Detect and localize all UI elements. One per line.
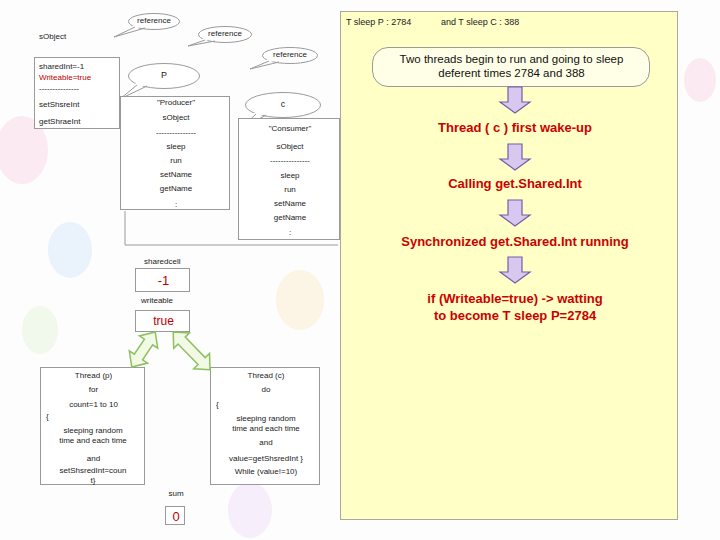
down-block-arrow [500, 144, 530, 170]
node-text: count=1 to 10 [41, 400, 146, 410]
node-text: run [239, 185, 341, 195]
node-text: sObject [239, 142, 341, 152]
value-cell: sharedcell-1 [135, 268, 190, 292]
node-text: reference [128, 16, 180, 26]
node-text: Thread (p) [41, 371, 146, 381]
node-text: setName [239, 199, 341, 209]
balloon-decor [228, 482, 272, 538]
node-text: getShraeInt [39, 117, 80, 127]
node-text: --------------- [121, 128, 231, 138]
node-text: sharedInt=-1 [39, 62, 84, 72]
node-text: c [245, 99, 321, 110]
node-text: : [239, 228, 341, 238]
node-text: sObject [121, 113, 231, 123]
class-box: "Producer" sObject --------------- sleep run… [120, 96, 230, 210]
down-block-arrow [500, 87, 530, 113]
node-text: reference [262, 50, 318, 60]
node-text: and [211, 438, 321, 448]
node-text: reference [198, 29, 252, 39]
node-text: T sleep P : 2784 [346, 17, 411, 28]
node-text: for [41, 385, 146, 395]
step-note: Thread ( c ) first wake-up [365, 119, 665, 136]
node-text: writeable [141, 296, 173, 306]
down-block-arrow [500, 257, 530, 283]
node-text: sharedcell [144, 257, 180, 267]
balloon-decor [48, 222, 92, 278]
thread-box: Thread (c) do { sleeping random time and ea… [210, 367, 320, 485]
node-text: While (value!=10) [211, 467, 321, 477]
node-text: and T sleep C : 388 [441, 17, 519, 28]
reference-bubble: reference [262, 47, 318, 64]
node-text: and [41, 454, 146, 464]
node-text: "Producer" [121, 98, 231, 108]
node-text: { [216, 400, 219, 410]
node-text: sObject [39, 32, 66, 42]
step-note: if (Writeable=true) -> watting to become… [422, 290, 608, 324]
double-block-arrow [129, 332, 157, 367]
node-text: getName [239, 213, 341, 223]
node-text: sleep [121, 142, 231, 152]
reference-bubble: reference [198, 26, 252, 43]
node-text: run [121, 156, 231, 166]
node-text: sleep [239, 171, 341, 181]
node-text: P [128, 70, 200, 81]
node-text: "Consumer" [239, 124, 341, 134]
down-block-arrow [500, 200, 530, 226]
node-text: Thread (c) [211, 371, 321, 381]
double-block-arrow [173, 332, 210, 370]
value-cell: writeabletrue [135, 310, 190, 332]
balloon-decor [276, 270, 324, 330]
node-text: setShsreInt [39, 100, 79, 110]
node-text: --------------- [39, 84, 79, 94]
node-text: sleeping random time and each time [57, 426, 129, 445]
step-note: Synchronized get.Shared.Int running [365, 233, 665, 250]
class-box: "Consumer" sObject --------------- sleep run… [238, 118, 340, 240]
node-text: 0 [166, 509, 186, 525]
node-text: true [136, 314, 191, 328]
node-text: setName [121, 170, 231, 180]
balloon-decor [684, 58, 716, 102]
thread-bubble: P [128, 63, 200, 89]
thread-bubble: c [245, 92, 321, 118]
node-text: Two threads begin to run and going to sl… [384, 53, 639, 81]
node-text: : [121, 200, 231, 210]
object-box: sObjectsharedInt=-1Writeable=true-------… [34, 57, 120, 129]
node-text: do [211, 385, 321, 395]
balloon-decor [22, 306, 58, 354]
node-text: -1 [136, 273, 191, 289]
node-text: getName [121, 184, 231, 194]
node-text: Writeable=true [39, 73, 91, 83]
node-text: { [46, 412, 49, 422]
node-text: value=getShsredInt } [211, 454, 321, 464]
node-text: sum [161, 489, 191, 499]
thread-box: Thread (p) for count=1 to 10 { sleeping rand… [40, 367, 145, 485]
node-text: --------------- [239, 156, 341, 166]
value-cell: sum0 [165, 506, 185, 525]
step-note: Calling get.Shared.Int [365, 175, 665, 192]
reference-bubble: reference [128, 13, 180, 30]
node-text: sleeping random time and each time [230, 414, 302, 433]
note-bubble: Two threads begin to run and going to sl… [372, 47, 650, 87]
node-text: setShsredInt=coun t} [58, 466, 128, 485]
